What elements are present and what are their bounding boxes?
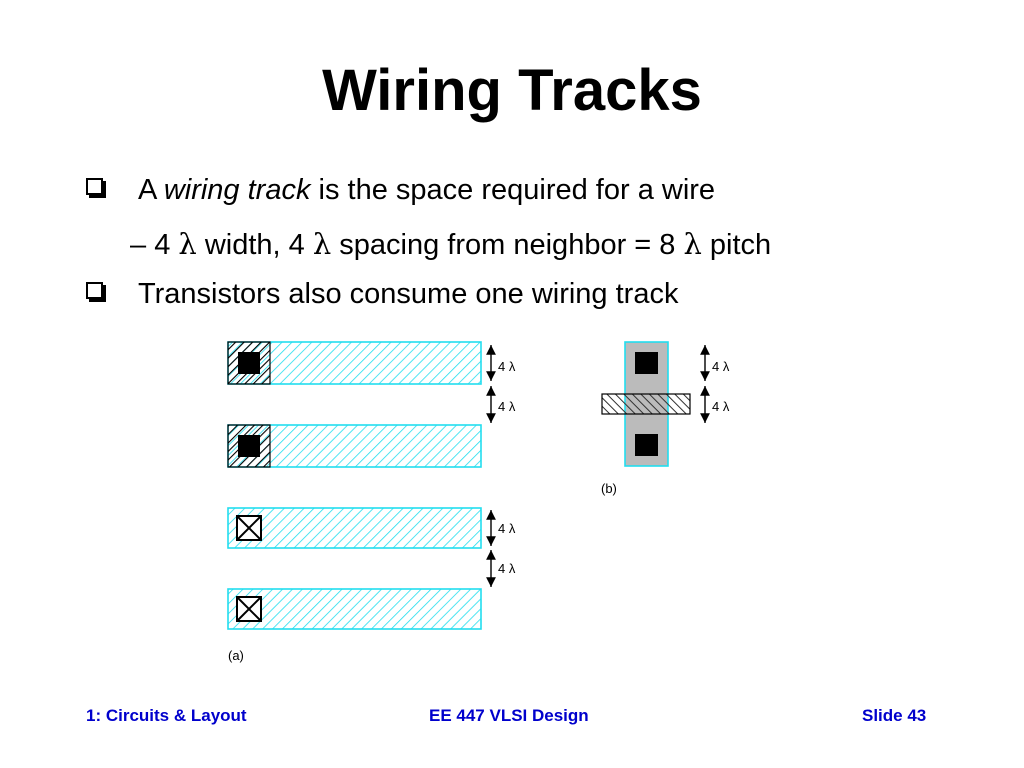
contact-square	[238, 352, 260, 374]
bullet-1-emphasis: wiring track	[163, 174, 311, 206]
sub-bullet-part3: spacing from neighbor = 8	[331, 229, 684, 261]
footer-center: EE 447 VLSI Design	[429, 706, 589, 725]
checkbox-bullet-icon	[86, 178, 103, 195]
bullet-1-prefix: A	[138, 174, 164, 206]
lambda-symbol: λ	[312, 227, 332, 261]
bullet-2-text: Transistors also consume one wiring trac…	[138, 278, 679, 310]
label-b: (b)	[601, 481, 617, 496]
wire-2	[227, 424, 482, 468]
sub-bullet-part4: pitch	[701, 229, 772, 261]
wire-3	[227, 507, 482, 549]
dimension-label: 4 λ	[498, 359, 516, 374]
dimension-label: 4 λ	[498, 521, 516, 536]
sub-bullet-part1: 4	[146, 229, 179, 261]
wire-1	[227, 341, 482, 385]
poly-gate	[601, 393, 691, 415]
sub-bullet-part2: width, 4	[196, 229, 313, 261]
lambda-symbol: λ	[683, 227, 702, 261]
contact-square	[238, 435, 260, 457]
dimension-label: 4 λ	[498, 561, 516, 576]
dimension-label: 4 λ	[498, 399, 516, 414]
contact-square	[635, 352, 658, 374]
checkbox-bullet-icon	[86, 282, 103, 299]
lambda-symbol: λ	[178, 227, 197, 261]
bullet-1-suffix: is the space required for a wire	[310, 174, 716, 206]
footer-right: Slide 43	[862, 706, 927, 725]
dimension-label: 4 λ	[712, 359, 730, 374]
slide-title: Wiring Tracks	[322, 58, 702, 123]
sub-bullet-dash: –	[130, 229, 147, 261]
sub-bullet-1: – 4 λ width, 4 λ spacing from neighbor =…	[130, 230, 771, 260]
label-a: (a)	[228, 648, 244, 663]
footer-left: 1: Circuits & Layout	[86, 706, 247, 725]
dimension-label: 4 λ	[712, 399, 730, 414]
transistor-diagram	[601, 341, 691, 467]
contact-square	[635, 434, 658, 456]
wire-4	[227, 588, 482, 630]
